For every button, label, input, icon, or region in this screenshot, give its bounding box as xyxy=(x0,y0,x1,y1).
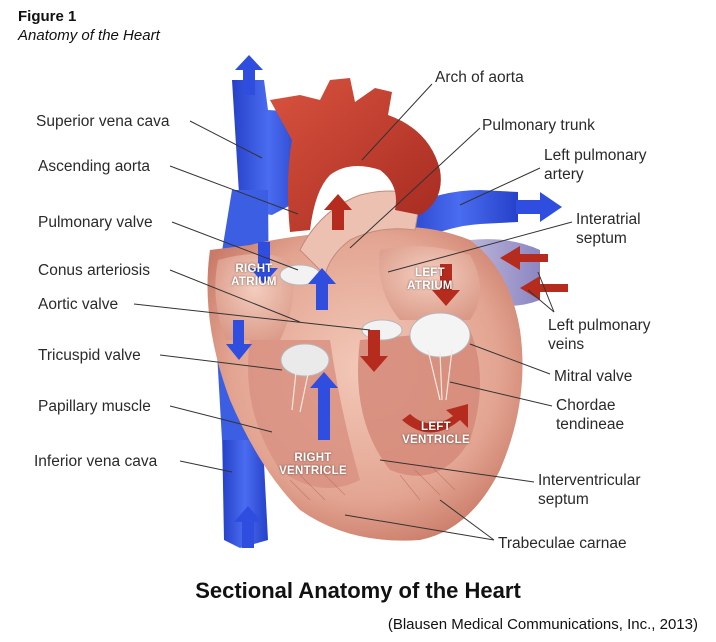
deoxygenated-flow-arrows xyxy=(226,55,562,548)
label-arch-of-aorta: Arch of aorta xyxy=(435,69,524,86)
label-trabeculae-carnae: Trabeculae carnae xyxy=(498,535,627,552)
label-conus-arteriosis: Conus arteriosis xyxy=(38,262,150,279)
label-ascending-aorta: Ascending aorta xyxy=(38,158,151,175)
right-ventricle-label: RIGHT VENTRICLE xyxy=(279,452,347,477)
figure-caption: Anatomy of the Heart xyxy=(18,27,160,44)
aorta-arch-shape xyxy=(270,78,441,232)
label-interatrial-septum: Interatrial septum xyxy=(576,211,641,247)
label-mitral-valve: Mitral valve xyxy=(554,368,633,385)
label-chordae-tendineae: Chordae tendineae xyxy=(556,397,625,433)
mitral-valve-shape xyxy=(409,312,471,358)
label-tricuspid-valve: Tricuspid valve xyxy=(38,347,141,364)
chordae-tendineae-shape xyxy=(291,349,453,413)
label-papillary-muscle: Papillary muscle xyxy=(38,398,151,415)
label-inferior-vena-cava: Inferior vena cava xyxy=(34,453,158,470)
label-interventricular-septum: Interventricular septum xyxy=(538,472,641,508)
label-pulmonary-valve: Pulmonary valve xyxy=(38,214,153,231)
right-atrium-label: RIGHT ATRIUM xyxy=(231,263,277,288)
leader-lines xyxy=(133,83,573,541)
figure-number: Figure 1 xyxy=(18,8,77,25)
diagram-title: Sectional Anatomy of the Heart xyxy=(195,578,521,603)
label-superior-vena-cava: Superior vena cava xyxy=(36,113,170,130)
label-pulmonary-trunk: Pulmonary trunk xyxy=(482,117,595,134)
trabeculae-carnae-shape xyxy=(289,464,456,501)
image-credit: (Blausen Medical Communications, Inc., 2… xyxy=(387,616,698,633)
label-left-pulmonary-artery: Left pulmonary artery xyxy=(544,147,647,183)
left-atrium-chamber-shape xyxy=(379,246,480,320)
left-ventricle-label: LEFT VENTRICLE xyxy=(402,421,470,446)
label-aortic-valve: Aortic valve xyxy=(38,296,119,313)
right-atrium-chamber-shape xyxy=(215,254,294,340)
tricuspid-valve-shape xyxy=(280,343,330,377)
label-left-pulmonary-veins: Left pulmonary veins xyxy=(548,317,651,353)
left-atrium-label: LEFT ATRIUM xyxy=(407,267,453,292)
right-ventricle-chamber-shape xyxy=(248,340,360,488)
